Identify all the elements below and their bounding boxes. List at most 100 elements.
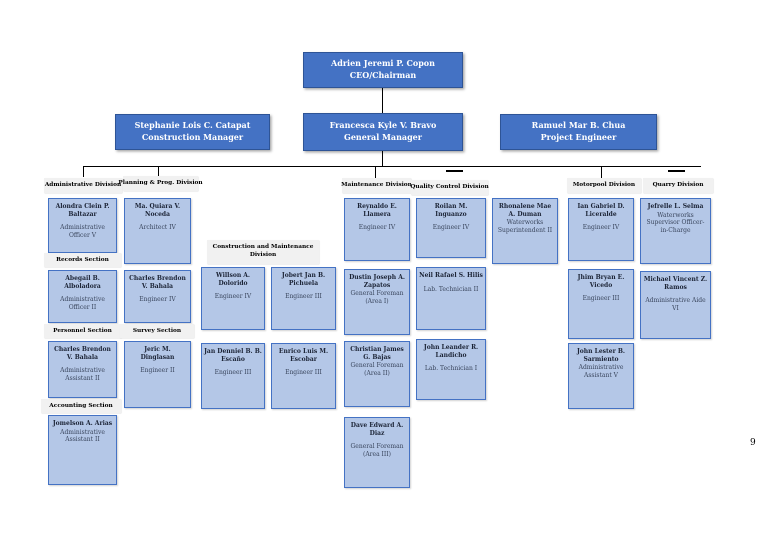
person-title: Waterworks Superintendent II [497,219,553,234]
division-header-planning: Planning & Prog. Division [118,176,203,191]
person-name: John Lester B. Sarmiento [576,348,626,363]
person-title: Lab. Technician II [423,285,479,293]
org-box-bahala-engineer: Charles Brendon V. Bahala Engineer IV [124,270,191,323]
person-name: Abegail B. Alboladora [64,275,101,290]
division-header-quality-control: Quality Control Division [410,180,489,195]
person-name: Jobert Jan B. Pichuela [281,272,326,287]
org-box-dolorido: Willson A. Dolorido Engineer IV [201,267,265,330]
org-box-llamera: Reynaldo E. Llamera Engineer IV [344,198,410,261]
division-header-quarry: Quarry Division [643,178,713,193]
person-name: Francesca Kyle V. Bravo [329,120,437,131]
person-name: Adrien Jeremi P. Copon [331,58,435,69]
person-title: Architect IV [139,224,176,231]
person-title: General Foreman (Area I) [350,290,404,305]
section-header-records: Records Section [44,253,121,267]
person-title: General Foreman (Area III) [350,443,404,458]
connector-drop-planning [158,166,159,176]
org-box-duman: Rhonalene Mae A. Duman Waterworks Superi… [492,198,558,264]
person-title: Engineer III [582,295,620,302]
org-box-ceo: Adrien Jeremi P. Copon CEO/Chairman [303,52,463,88]
person-title: Engineer IV [582,224,620,231]
org-box-construction-manager: Stephanie Lois C. Catapat Construction M… [115,114,270,150]
person-name: Jeric M. Dinglasan [140,346,175,361]
person-name: Alondra Clein P. Baltazar [55,203,110,218]
page-number: 9 [750,438,756,448]
org-box-project-engineer: Ramuel Mar B. Chua Project Engineer [500,114,657,150]
person-title: Engineer IV [432,224,470,231]
connector-gm-down [382,150,383,166]
org-box-vicedo: Jhim Bryan E. Vicedo Engineer III [568,269,634,339]
person-title: Waterworks Supervisor Officer-in-Charge [646,211,705,234]
person-title: Administrative Officer V [60,224,105,239]
division-header-maintenance: Maintenance Division [341,178,412,193]
person-title: Engineer IV [214,293,252,300]
person-title: Engineer III [285,369,322,376]
person-title: Engineer IV [358,224,396,231]
person-name: Rhonalene Mae A. Duman [498,203,552,218]
org-box-diaz: Dave Edward A. Diaz General Foreman (Are… [344,417,410,488]
person-title: Engineer III [285,293,322,300]
division-header-construction-maintenance: Construction and Maintenance Division [207,240,319,264]
person-title: Engineer III [214,369,252,376]
section-header-personnel: Personnel Section [44,324,121,338]
connector-dash-quarry [668,170,685,172]
org-box-hilis: Neil Rafael S. Hilis Lab. Technician II [416,267,486,330]
person-name: John Leander R. Landicho [423,344,479,359]
org-box-noceda: Ma. Quiara V. Noceda Architect IV [124,198,191,264]
person-title: Engineer II [140,367,175,374]
connector-drop-administrative [83,166,84,177]
person-name: Jomelson A. Arias [52,420,113,427]
person-name: Roilan M. Inguanzo [434,203,468,218]
person-title: Administrative Aide VI [645,297,706,312]
division-header-motorpool: Motorpool Division [567,178,641,193]
org-box-bajas: Christian James G. Bajas General Foreman… [344,341,410,407]
person-name: Enrico Luis M. Escobar [278,348,329,363]
person-name: Neil Rafael S. Hilis [419,272,483,279]
person-title: General Foreman (Area II) [350,362,404,377]
org-box-landicho: John Leander R. Landicho Lab. Technician… [416,339,486,400]
person-name: Charles Brendon V. Bahala [129,275,186,290]
org-box-alboladora: Abegail B. Alboladora Administrative Off… [48,270,117,323]
connector-dash-quality-control [446,170,463,172]
person-name: Jefrelle L. Selma [647,203,704,210]
person-title: Administrative Assistant V [578,364,624,379]
org-box-escobar: Enrico Luis M. Escobar Engineer III [271,343,336,409]
person-title: General Manager [344,132,422,142]
person-name: Stephanie Lois C. Catapat [134,120,251,131]
person-name: Ramuel Mar B. Chua [531,120,626,131]
connector-ceo-to-gm [382,88,383,113]
person-title: Administrative Assistant II [60,367,105,382]
section-header-survey: Survey Section [120,324,194,338]
org-box-general-manager: Francesca Kyle V. Bravo General Manager [303,113,463,151]
person-name: Dave Edward A. Diaz [350,422,404,437]
person-name: Charles Brendon V. Bahala [54,346,111,361]
org-box-baltazar: Alondra Clein P. Baltazar Administrative… [48,198,117,253]
org-box-dinglasan: Jeric M. Dinglasan Engineer II [124,341,191,408]
org-box-sarmiento: John Lester B. Sarmiento Administrative … [568,343,634,409]
person-name: Christian James G. Bajas [350,346,404,361]
org-box-bahala-admin: Charles Brendon V. Bahala Administrative… [48,341,117,398]
person-name: Jhim Bryan E. Vicedo [577,274,625,289]
person-name: Willson A. Dolorido [215,272,251,287]
org-box-zapatos: Dustin Joseph A. Zapatos General Foreman… [344,269,410,335]
section-header-accounting: Accounting Section [41,399,121,413]
org-box-liceralde: Ian Gabriel D. Liceralde Engineer IV [568,198,634,261]
org-box-inguanzo: Roilan M. Inguanzo Engineer IV [416,198,486,258]
person-name: Ian Gabriel D. Liceralde [577,203,625,218]
person-name: Ma. Quiara V. Noceda [134,203,181,218]
person-title: Administrative Officer II [60,296,105,311]
connector-main-horizontal [83,166,701,167]
division-header-administrative: Administrative Division [44,178,122,193]
connector-drop-motorpool [601,166,602,178]
person-title: Project Engineer [540,132,617,142]
org-box-ramos: Michael Vincent Z. Ramos Administrative … [640,271,711,339]
person-title: Administrative Assistant II [60,428,105,444]
person-title: Lab. Technician I [424,365,478,372]
person-name: Michael Vincent Z. Ramos [643,276,708,291]
org-box-arias: Jomelson A. Arias Administrative Assista… [48,415,117,485]
org-box-selma: Jefrelle L. Selma Waterworks Supervisor … [640,198,711,264]
person-name: Jan Denniel B. B. Escaño [204,348,262,363]
person-title: Engineer IV [139,296,176,303]
org-box-pichuela: Jobert Jan B. Pichuela Engineer III [271,267,336,330]
